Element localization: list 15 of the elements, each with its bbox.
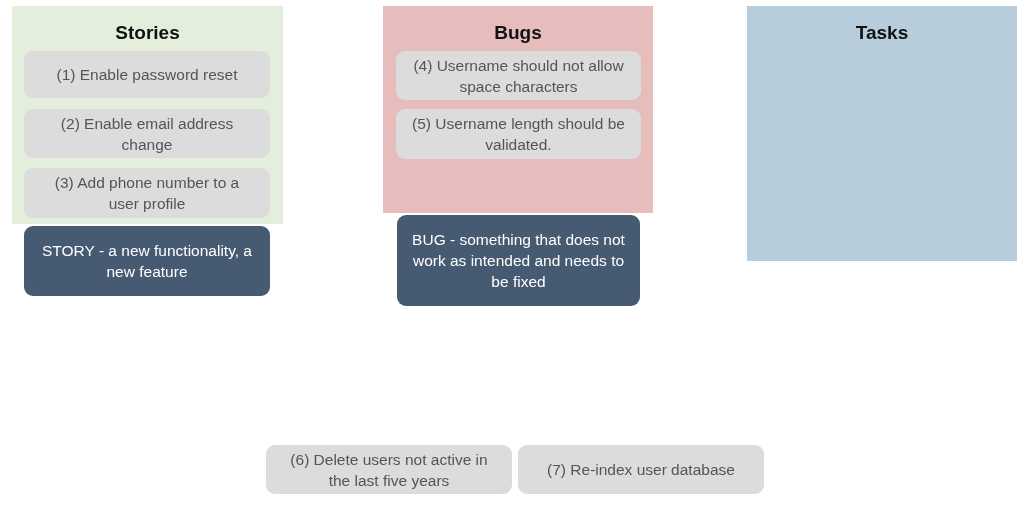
bug-card: (5) Username length should be validated. (396, 109, 641, 159)
column-heading: Bugs (493, 22, 543, 44)
story-card: (2) Enable email address change (24, 109, 270, 158)
stories-column (12, 6, 283, 224)
task-card: (6) Delete users not active in the last five years (266, 445, 512, 494)
story-card: (1) Enable password reset (24, 51, 270, 98)
bug-card: (4) Username should not allow space characters (396, 51, 641, 100)
tasks-column (747, 6, 1017, 261)
definition-note: BUG - something that does not work as intended and needs to be fixed (397, 215, 640, 306)
task-card: (7) Re-index user database (518, 445, 764, 494)
bugs-column (383, 6, 653, 213)
story-card: (3) Add phone number to a user profile (24, 168, 270, 218)
definition-note: STORY - a new functionality, a new feature (24, 226, 270, 296)
column-heading: Stories (114, 22, 181, 44)
column-heading: Tasks (854, 22, 910, 44)
